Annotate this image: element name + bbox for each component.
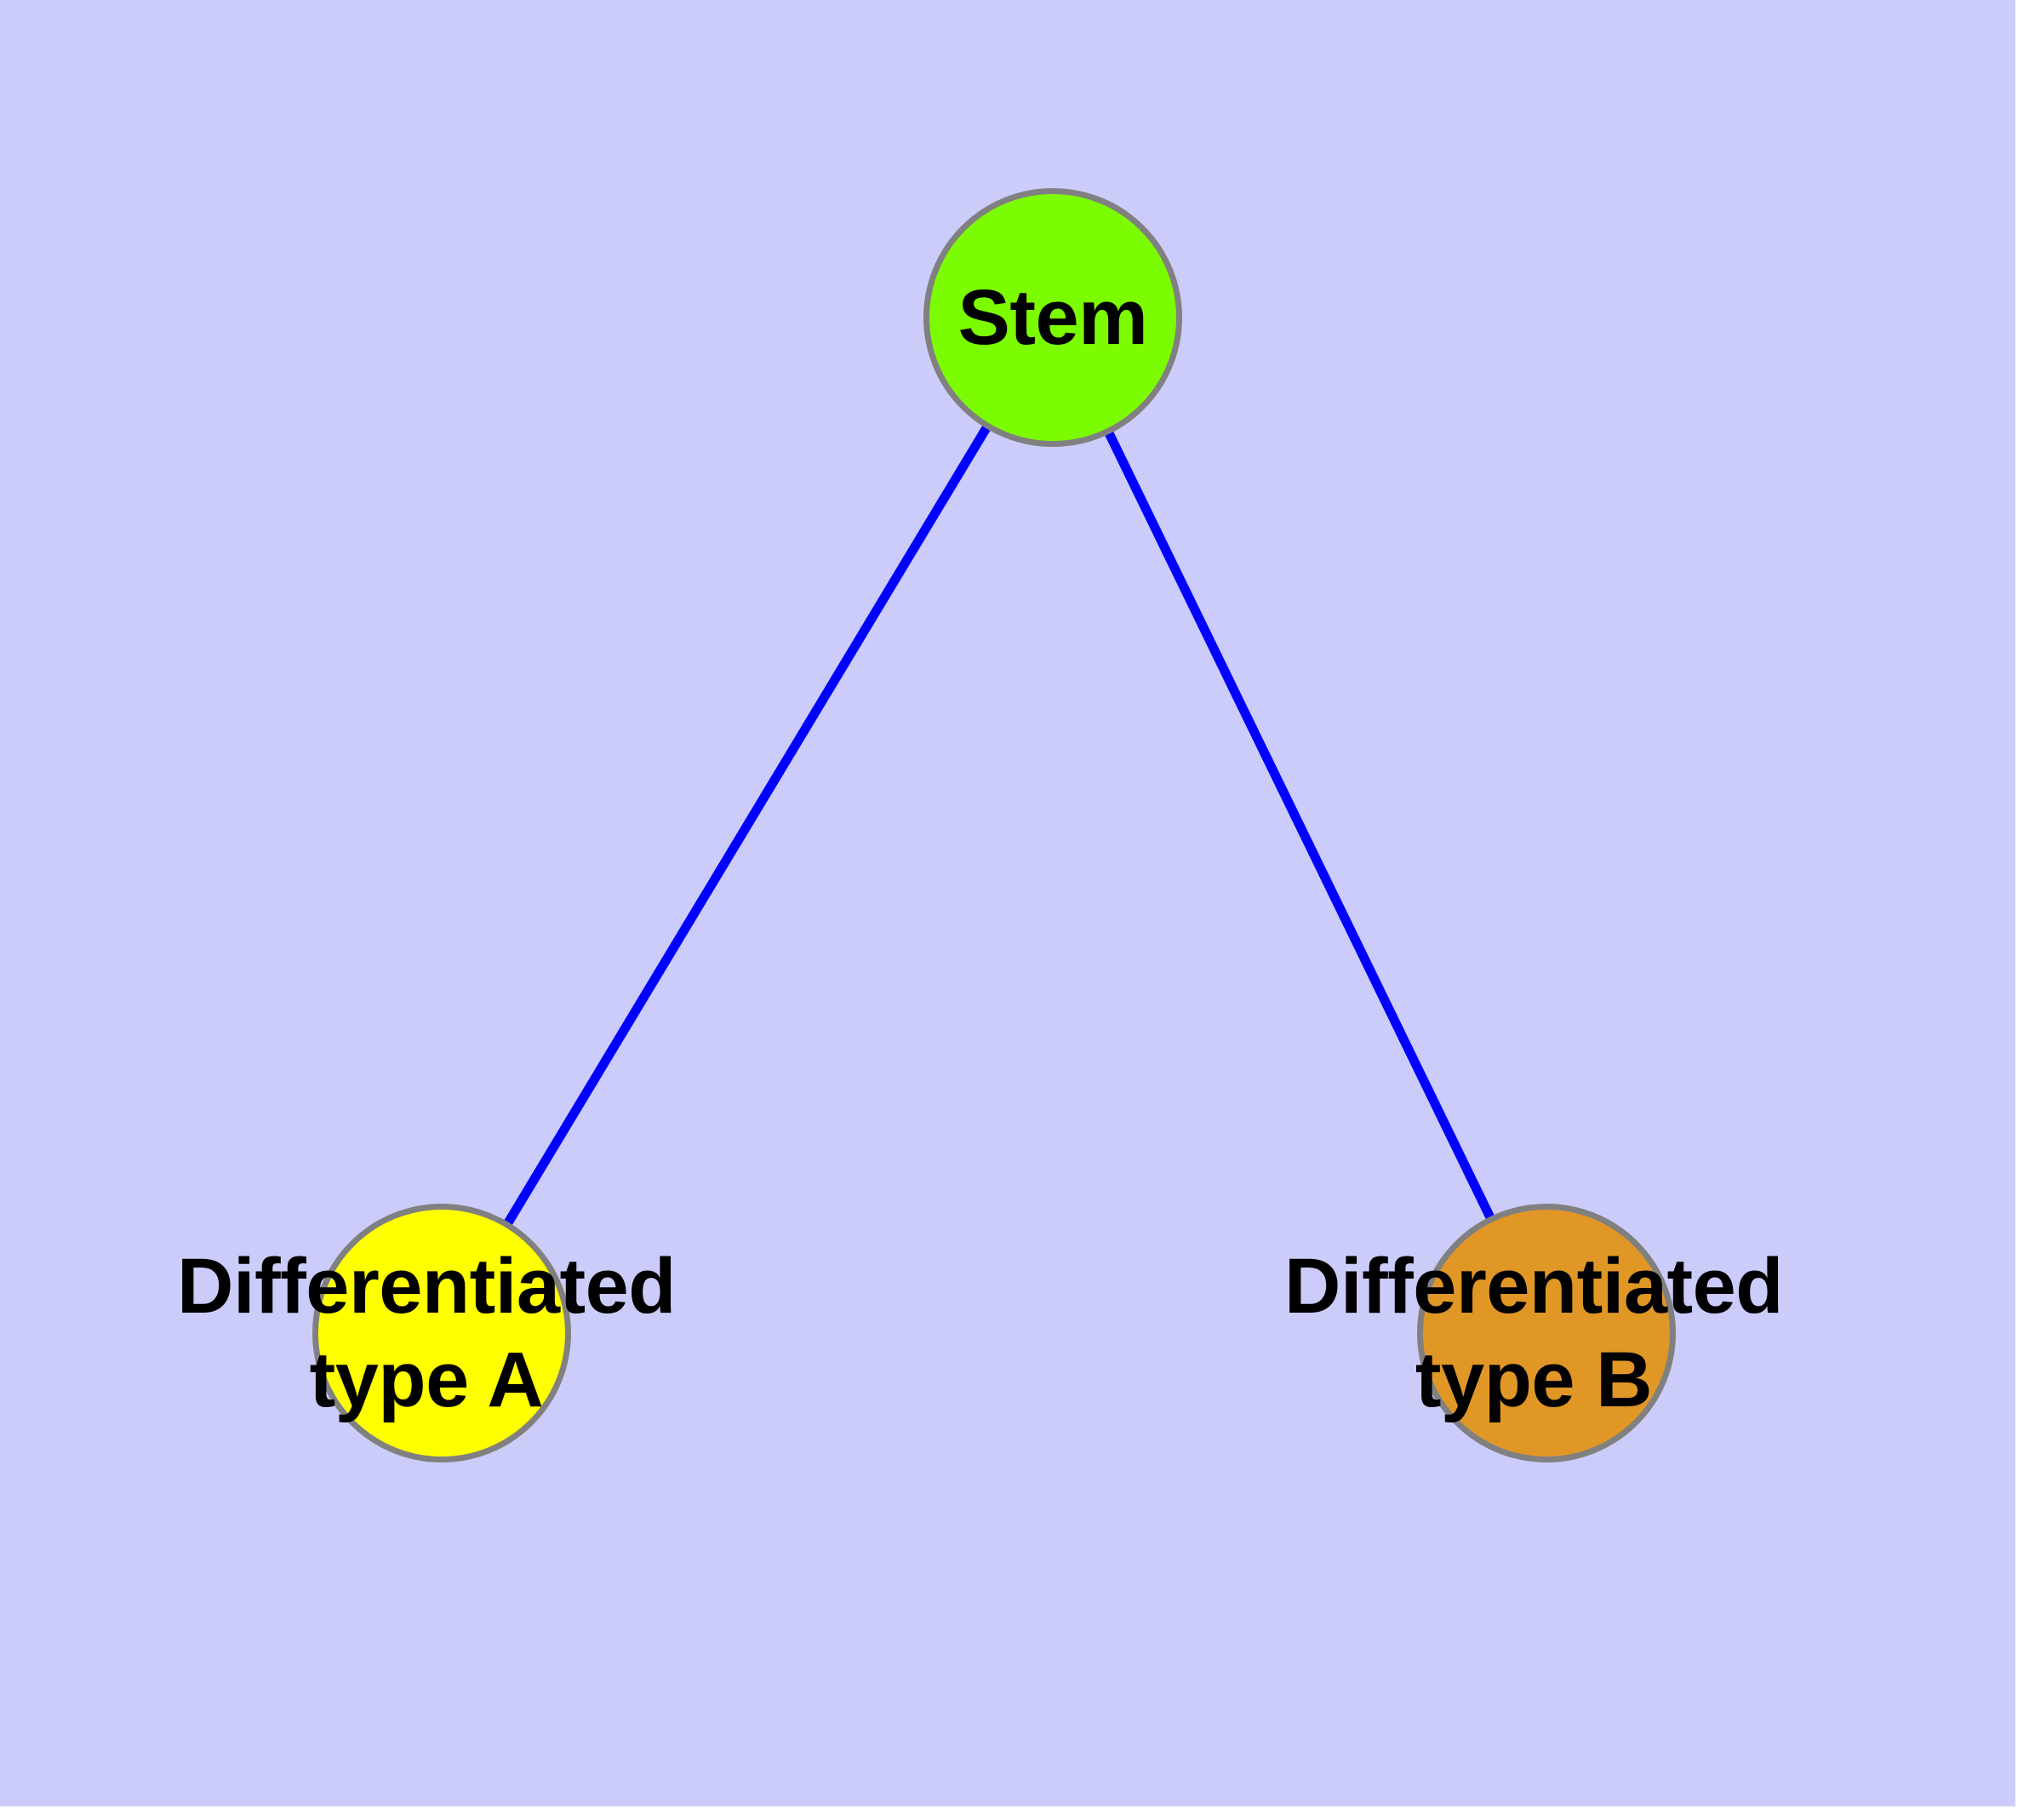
node-label-differentiated-type-b-line1: Differentiated [1284,1243,1783,1330]
node-label-stem-line1: Stem [957,274,1148,361]
node-layer [312,188,1676,1462]
node-differentiated-type-b[interactable] [1417,1204,1676,1462]
edge-stem-to-differentiated-type-b [1049,315,1551,1336]
node-label-differentiated-type-a-line1: Differentiated [177,1243,676,1330]
node-differentiated-type-a[interactable] [312,1204,571,1462]
node-label-differentiated-type-a-line2: type A [309,1336,544,1423]
node-label-differentiated-type-b-line2: type B [1415,1336,1653,1423]
node-label-stem: Stem [958,271,1148,364]
node-label-differentiated-type-a: Differentiated type A [177,1239,676,1427]
edge-stem-to-differentiated-type-a [437,315,1057,1336]
edge-layer [437,315,1551,1336]
node-label-differentiated-type-b: Differentiated type B [1284,1239,1783,1427]
node-stem[interactable] [923,188,1182,447]
